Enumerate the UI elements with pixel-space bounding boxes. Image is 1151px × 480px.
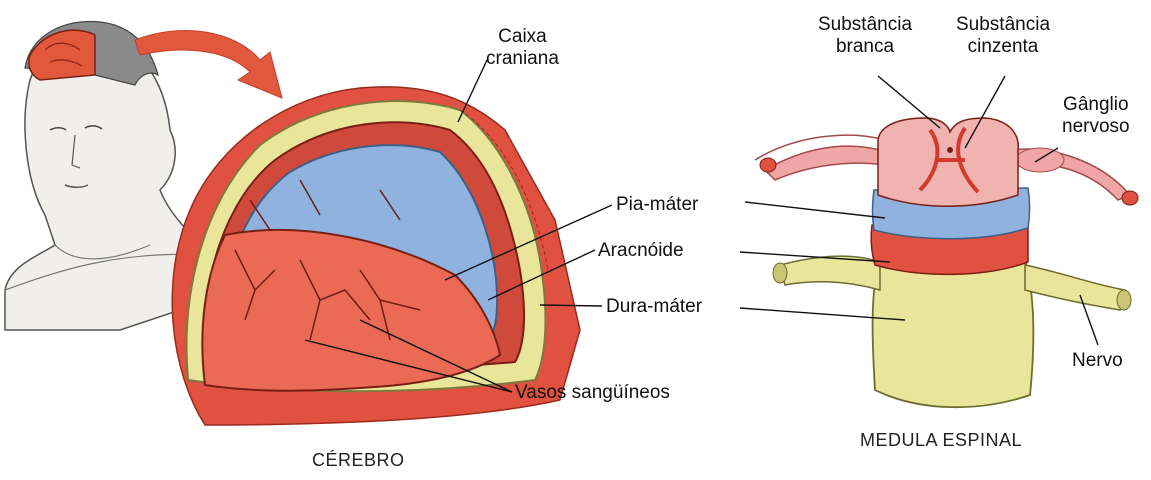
label-aracnoide: Aracnóide	[598, 240, 684, 262]
label-cinzenta-line1: Substância	[956, 14, 1050, 36]
label-ganglio-nervoso: Gânglio nervoso	[1062, 94, 1130, 138]
label-substancia-cinzenta: Substância cinzenta	[956, 14, 1050, 58]
caption-medula-espinal: MEDULA ESPINAL	[860, 430, 1022, 451]
caption-cerebro: CÉREBRO	[312, 450, 405, 471]
label-caixa-line1: Caixa	[486, 26, 559, 48]
label-caixa-craniana: Caixa craniana	[486, 26, 559, 70]
label-branca-line2: branca	[818, 36, 912, 58]
label-pia-mater: Pia-máter	[616, 194, 698, 216]
label-cinzenta-line2: cinzenta	[956, 36, 1050, 58]
label-caixa-line2: craniana	[486, 48, 559, 70]
label-ganglio-line1: Gânglio	[1062, 94, 1130, 116]
label-substancia-branca: Substância branca	[818, 14, 912, 58]
label-dura-mater: Dura-máter	[606, 296, 702, 318]
label-vasos-sanguineos: Vasos sangüíneos	[515, 382, 670, 404]
label-nervo: Nervo	[1072, 350, 1123, 372]
label-ganglio-line2: nervoso	[1062, 116, 1130, 138]
label-branca-line1: Substância	[818, 14, 912, 36]
brain-diagram	[172, 87, 580, 425]
